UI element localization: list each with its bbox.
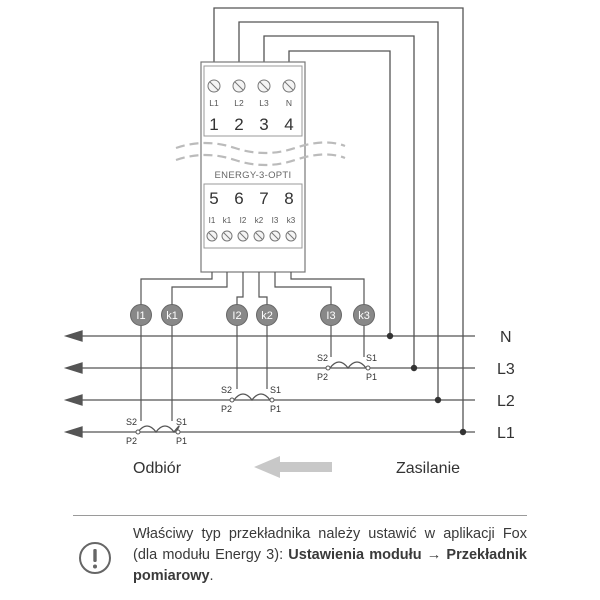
bottom-label: I2 bbox=[240, 216, 247, 225]
current-wires bbox=[140, 272, 365, 421]
bottom-label: k1 bbox=[223, 216, 232, 225]
bottom-label: k3 bbox=[287, 216, 296, 225]
bottom-number: 8 bbox=[284, 189, 293, 208]
wiring-diagram: L1 L2 L3 N 1 2 3 4 ENERGY-3-OPTI 5 6 7 8… bbox=[63, 7, 515, 478]
circle-label-i3: I3 bbox=[326, 310, 335, 322]
bottom-label: k2 bbox=[255, 216, 264, 225]
bottom-number: 7 bbox=[259, 189, 268, 208]
top-number: 2 bbox=[234, 115, 243, 134]
current-transformer-l2: S2 S1 P2 P1 bbox=[221, 385, 281, 414]
phase-lines bbox=[63, 330, 475, 438]
top-number: 4 bbox=[284, 115, 293, 134]
p2-label: P2 bbox=[126, 436, 137, 446]
p1-label: P1 bbox=[366, 372, 377, 382]
note-text: Właściwy typ przekładnika należy ustawić… bbox=[133, 524, 527, 587]
circle-label-i2: I2 bbox=[232, 310, 241, 322]
info-note: Właściwy typ przekładnika należy ustawić… bbox=[73, 515, 527, 600]
direction-supply-label: Zasilanie bbox=[396, 460, 460, 477]
circle-label-k1: k1 bbox=[166, 310, 178, 322]
note-part1: Właściwy typ przekładnika należy ustawić… bbox=[133, 526, 527, 563]
bottom-number: 6 bbox=[234, 189, 243, 208]
top-number: 1 bbox=[209, 115, 218, 134]
bottom-label: I1 bbox=[209, 216, 216, 225]
s2-label: S2 bbox=[317, 353, 328, 363]
line-label-n: N bbox=[500, 329, 512, 346]
s2-label: S2 bbox=[126, 417, 137, 427]
s1-label: S1 bbox=[270, 385, 281, 395]
terminal-circles bbox=[130, 304, 375, 326]
module-name: ENERGY-3-OPTI bbox=[215, 170, 292, 181]
note-end: . bbox=[209, 568, 214, 584]
p1-label: P1 bbox=[176, 436, 187, 446]
top-number: 3 bbox=[259, 115, 268, 134]
top-label: L2 bbox=[234, 98, 244, 108]
line-label-l2: L2 bbox=[497, 393, 515, 410]
supply-wires bbox=[213, 7, 464, 432]
line-label-l1: L1 bbox=[497, 425, 515, 442]
current-transformer-l1: S2 S1 P2 P1 bbox=[126, 417, 187, 446]
s1-label: S1 bbox=[176, 417, 187, 427]
direction-arrow bbox=[254, 456, 332, 478]
top-label: L3 bbox=[259, 98, 269, 108]
p2-label: P2 bbox=[221, 404, 232, 414]
p2-label: P2 bbox=[317, 372, 328, 382]
bottom-number: 5 bbox=[209, 189, 218, 208]
bottom-label: I3 bbox=[272, 216, 279, 225]
circle-label-i1: I1 bbox=[136, 310, 145, 322]
p1-label: P1 bbox=[270, 404, 281, 414]
note-arrow: → bbox=[421, 547, 447, 563]
direction-load-label: Odbiór bbox=[133, 460, 182, 477]
exclamation-icon bbox=[79, 542, 111, 574]
note-settings-path: Ustawienia modułu bbox=[288, 547, 422, 563]
current-transformer-l3: S2 S1 P2 P1 bbox=[317, 353, 377, 382]
top-label: L1 bbox=[209, 98, 219, 108]
circle-label-k2: k2 bbox=[261, 310, 273, 322]
circle-label-k3: k3 bbox=[358, 310, 370, 322]
top-label: N bbox=[286, 98, 292, 108]
note-transformer-setting: Przekładnik pomiarowy bbox=[133, 547, 527, 584]
energy-module: L1 L2 L3 N 1 2 3 4 ENERGY-3-OPTI 5 6 7 8… bbox=[175, 61, 346, 273]
line-label-l3: L3 bbox=[497, 361, 515, 378]
junction-dots bbox=[386, 332, 467, 436]
break-wave bbox=[175, 141, 346, 155]
s2-label: S2 bbox=[221, 385, 232, 395]
s1-label: S1 bbox=[366, 353, 377, 363]
